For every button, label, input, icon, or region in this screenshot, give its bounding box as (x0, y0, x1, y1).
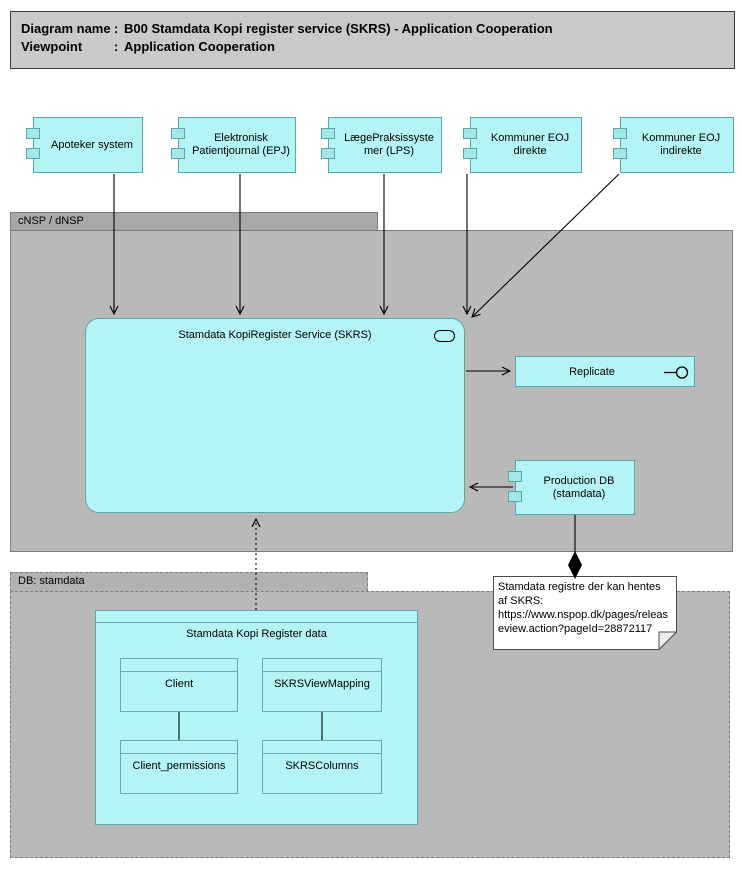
component-lps-label: LægePraksissystemer (LPS) (344, 132, 434, 157)
diagram-title-box: Diagram name: B00 Stamdata Kopi register … (10, 11, 735, 69)
diagram-name-value: B00 Stamdata Kopi register service (SKRS… (124, 21, 553, 36)
viewpoint-row: Viewpoint: Application Cooperation (21, 38, 726, 56)
viewpoint-label: Viewpoint (21, 39, 83, 54)
table-client-permissions-label: Client_permissions (132, 760, 226, 772)
table-client-permissions[interactable]: Client_permissions (120, 740, 238, 794)
service-replicate-label: Replicate (569, 365, 615, 378)
data-object-header-band (96, 611, 417, 623)
component-port-icon (508, 491, 522, 502)
component-port-icon (463, 128, 477, 139)
component-kommuner-eoj-direkte-label: Kommuner EOJ direkte (490, 132, 570, 157)
interface-lollipop-icon (664, 366, 689, 379)
table-header-band (263, 741, 381, 754)
viewpoint-separator: : (114, 39, 119, 54)
component-production-db[interactable]: Production DB (stamdata) (508, 460, 635, 515)
service-skrs[interactable]: Stamdata KopiRegister Service (SKRS) (85, 318, 465, 513)
table-client[interactable]: Client (120, 658, 238, 712)
component-kommuner-eoj-indirekte[interactable]: Kommuner EOJ indirekte (613, 117, 734, 173)
component-port-icon (613, 148, 627, 159)
component-epj-label: Elektronisk Patientjournal (EPJ) (192, 132, 290, 157)
diagram-name-label: Diagram name (21, 21, 111, 36)
component-port-icon (463, 148, 477, 159)
table-skrsviewmapping-label: SKRSViewMapping (274, 678, 370, 690)
component-kommuner-eoj-indirekte-label: Kommuner EOJ indirekte (641, 132, 721, 157)
table-skrscolumns-label: SKRSColumns (285, 760, 359, 772)
table-header-band (263, 659, 381, 672)
component-epj[interactable]: Elektronisk Patientjournal (EPJ) (171, 117, 296, 173)
diagram-name-separator: : (114, 21, 119, 36)
viewpoint-value: Application Cooperation (124, 39, 275, 54)
group-cnsp-tab[interactable]: cNSP / dNSP (10, 212, 378, 231)
diagram-name-row: Diagram name: B00 Stamdata Kopi register … (21, 20, 726, 38)
table-skrsviewmapping[interactable]: SKRSViewMapping (262, 658, 382, 712)
note-text: Stamdata registre der kan hentes af SKRS… (498, 581, 668, 635)
component-port-icon (26, 128, 40, 139)
component-port-icon (508, 471, 522, 482)
table-skrscolumns[interactable]: SKRSColumns (262, 740, 382, 794)
table-header-band (121, 659, 237, 672)
component-apoteker-system[interactable]: Apoteker system (26, 117, 143, 173)
component-kommuner-eoj-direkte[interactable]: Kommuner EOJ direkte (463, 117, 582, 173)
group-db-label: DB: stamdata (18, 575, 85, 587)
service-replicate[interactable]: Replicate (515, 356, 695, 387)
component-port-icon (26, 148, 40, 159)
component-port-icon (321, 128, 335, 139)
component-port-icon (171, 148, 185, 159)
component-port-icon (171, 128, 185, 139)
table-header-band (121, 741, 237, 754)
service-skrs-label: Stamdata KopiRegister Service (SKRS) (178, 329, 372, 341)
group-cnsp-label: cNSP / dNSP (18, 215, 84, 227)
data-object-title: Stamdata Kopi Register data (186, 628, 327, 640)
table-client-label: Client (164, 678, 194, 690)
component-port-icon (613, 128, 627, 139)
note-shape (493, 576, 677, 650)
group-db-tab[interactable]: DB: stamdata (10, 572, 368, 592)
application-service-icon (434, 330, 455, 342)
note-skrs-registers[interactable]: Stamdata registre der kan hentes af SKRS… (493, 576, 677, 650)
component-production-db-label: Production DB (stamdata) (543, 474, 615, 500)
component-apoteker-system-label: Apoteker system (51, 138, 133, 151)
component-lps[interactable]: LægePraksissystemer (LPS) (321, 117, 442, 173)
composition-diamond-icon (568, 551, 582, 579)
component-port-icon (321, 148, 335, 159)
